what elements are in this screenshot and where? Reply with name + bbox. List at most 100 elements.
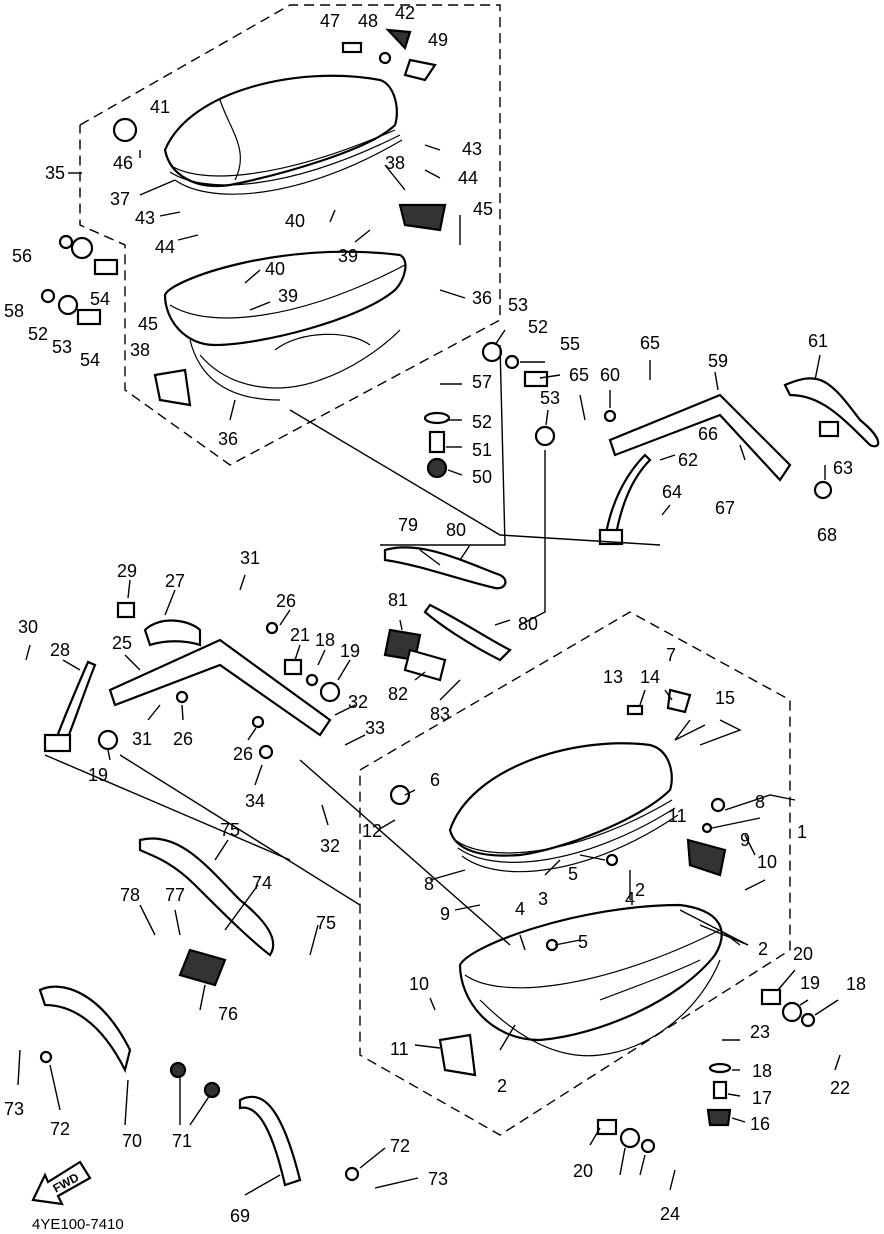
- callout-5: 5: [568, 864, 578, 884]
- callout-8: 8: [755, 792, 765, 812]
- callout-37: 37: [110, 189, 130, 209]
- callout-50: 50: [472, 467, 492, 487]
- callout-27: 27: [165, 571, 185, 591]
- callout-60: 60: [600, 365, 620, 385]
- callout-53: 53: [540, 388, 560, 408]
- callout-47: 47: [320, 11, 340, 31]
- callout-45: 45: [138, 314, 158, 334]
- latch-76: [178, 948, 227, 987]
- callout-43: 43: [462, 139, 482, 159]
- callout-63: 63: [833, 458, 853, 478]
- callout-43: 43: [135, 208, 155, 228]
- guard-70: [38, 985, 132, 1074]
- callout-31: 31: [240, 548, 260, 568]
- callout-29: 29: [117, 561, 137, 581]
- callout-18: 18: [752, 1061, 772, 1081]
- callout-19: 19: [340, 641, 360, 661]
- callout-15: 15: [715, 688, 735, 708]
- callout-11: 11: [390, 1039, 409, 1059]
- bracket-74: [138, 837, 275, 957]
- bracket-59: [608, 393, 792, 482]
- callout-44: 44: [458, 168, 478, 188]
- callout-26: 26: [233, 744, 253, 764]
- lower-saddlebag-lid: [448, 742, 679, 873]
- callout-65: 65: [640, 333, 660, 353]
- callout-75: 75: [316, 913, 336, 933]
- callout-30: 30: [18, 617, 38, 637]
- callout-13: 13: [603, 667, 623, 687]
- callout-56: 56: [12, 246, 32, 266]
- callout-75: 75: [220, 820, 240, 840]
- callout-73: 73: [428, 1169, 448, 1189]
- callout-34: 34: [245, 791, 265, 811]
- callout-51: 51: [472, 440, 492, 460]
- callout-38: 38: [130, 340, 150, 360]
- callout-68: 68: [817, 525, 837, 545]
- callout-19: 19: [88, 765, 108, 785]
- callout-16: 16: [750, 1114, 770, 1134]
- callout-83: 83: [430, 704, 450, 724]
- callout-38: 38: [385, 153, 405, 173]
- guard-27: [143, 619, 202, 647]
- callout-4: 4: [625, 889, 635, 909]
- callout-36: 36: [218, 429, 238, 449]
- callout-14: 14: [640, 667, 660, 687]
- callout-20: 20: [573, 1161, 593, 1181]
- callout-10: 10: [409, 974, 429, 994]
- callout-39: 39: [338, 246, 358, 266]
- callout-21: 21: [290, 625, 310, 645]
- callout-9: 9: [440, 904, 450, 924]
- callout-76: 76: [218, 1004, 238, 1024]
- callout-46: 46: [113, 153, 133, 173]
- callout-4: 4: [515, 899, 525, 919]
- callout-6: 6: [430, 770, 440, 790]
- callout-28: 28: [50, 640, 70, 660]
- bracket-25: [108, 638, 332, 737]
- callout-71: 71: [172, 1131, 192, 1151]
- callout-2: 2: [497, 1076, 507, 1096]
- callout-2: 2: [635, 880, 645, 900]
- callout-40: 40: [265, 259, 285, 279]
- callout-32: 32: [348, 692, 368, 712]
- callout-7: 7: [666, 645, 676, 665]
- callout-24: 24: [660, 1204, 680, 1224]
- callout-45: 45: [473, 199, 493, 219]
- callout-18: 18: [846, 974, 866, 994]
- callout-17: 17: [752, 1088, 772, 1108]
- callout-33: 33: [365, 718, 385, 738]
- callout-40: 40: [285, 211, 305, 231]
- callout-52: 52: [528, 317, 548, 337]
- callout-67: 67: [715, 498, 735, 518]
- callout-72: 72: [50, 1119, 70, 1139]
- callout-64: 64: [662, 482, 682, 502]
- callout-10: 10: [757, 852, 777, 872]
- callout-1: 1: [797, 822, 807, 842]
- callout-19: 19: [800, 973, 820, 993]
- callout-58: 58: [4, 301, 24, 321]
- upper-saddlebag-case: [163, 250, 407, 401]
- lower-saddlebag-case: [458, 903, 723, 1057]
- callout-54: 54: [90, 289, 110, 309]
- callout-44: 44: [155, 237, 175, 257]
- callout-53: 53: [52, 337, 72, 357]
- leader-lines: [17, 144, 841, 1196]
- callout-9: 9: [740, 830, 750, 850]
- latch-81-82: [383, 628, 447, 682]
- callout-12: 12: [362, 821, 382, 841]
- callout-48: 48: [358, 11, 378, 31]
- callout-20: 20: [793, 944, 813, 964]
- callout-41: 41: [150, 97, 170, 117]
- callout-26: 26: [276, 591, 296, 611]
- callout-74: 74: [252, 873, 272, 893]
- hardware: [39, 28, 840, 1182]
- callout-70: 70: [122, 1131, 142, 1151]
- callout-73: 73: [4, 1099, 24, 1119]
- callout-39: 39: [278, 286, 298, 306]
- callout-53: 53: [508, 295, 528, 315]
- stay-28: [43, 660, 97, 753]
- callout-80: 80: [446, 520, 466, 540]
- callout-72: 72: [390, 1136, 410, 1156]
- callout-62: 62: [678, 450, 698, 470]
- callout-55: 55: [560, 334, 580, 354]
- callout-32: 32: [320, 836, 340, 856]
